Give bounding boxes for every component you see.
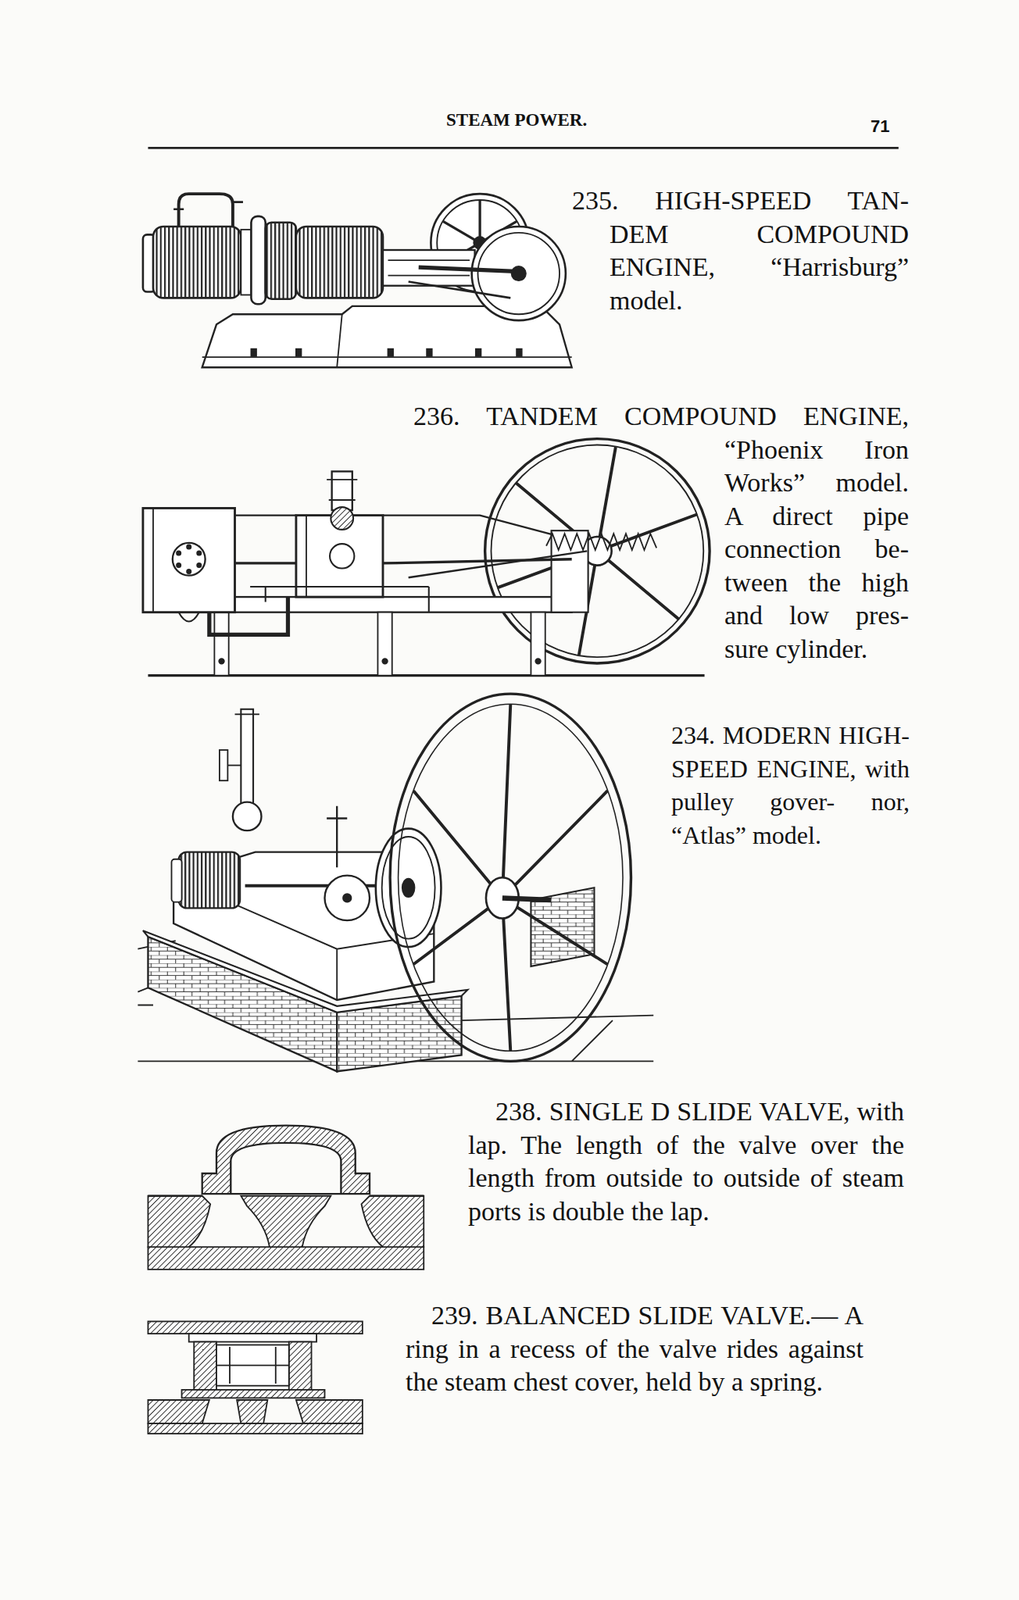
figure-caption-box: 239. BALANCED SLIDE VALVE.— A ring in a … <box>405 1299 864 1400</box>
figure-caption: 236. TANDEM COMPOUND ENGINE, “Phoenix Ir… <box>413 401 909 664</box>
running-head-text: STEAM POWER. <box>446 110 587 130</box>
figure-caption-box: 235. HIGH-SPEED TAN- DEM COMPOUND ENGINE… <box>572 184 909 318</box>
page-number: 71 <box>870 116 890 136</box>
figure-caption: 238. SINGLE D SLIDE VALVE, with lap. The… <box>468 1097 905 1227</box>
figure-caption-box: 234. MODERN HIGH- SPEED ENGINE, with pul… <box>671 718 910 852</box>
figure-caption: 234. MODERN HIGH- SPEED ENGINE, with pul… <box>671 721 910 850</box>
figure-caption: 239. BALANCED SLIDE VALVE.— A ring in a … <box>405 1301 864 1397</box>
page-number-box: 71 <box>870 116 890 137</box>
figure-caption-box: 236. TANDEM COMPOUND ENGINE, “Phoenix Ir… <box>413 400 909 762</box>
d-slide-valve-238 <box>147 1126 424 1270</box>
wrap-spacer <box>413 433 725 762</box>
figure-caption: 235. HIGH-SPEED TAN- DEM COMPOUND ENGINE… <box>572 185 909 315</box>
high-speed-engine-234 <box>137 693 654 1072</box>
running-head: STEAM POWER. <box>446 109 587 132</box>
figure-caption-box: 238. SINGLE D SLIDE VALVE, with lap. The… <box>468 1095 905 1229</box>
header-rule <box>147 146 898 150</box>
balanced-slide-valve-239 <box>147 1321 362 1434</box>
tandem-compound-engine-235 <box>143 193 573 368</box>
tandem-compound-engine-236 <box>143 439 710 676</box>
